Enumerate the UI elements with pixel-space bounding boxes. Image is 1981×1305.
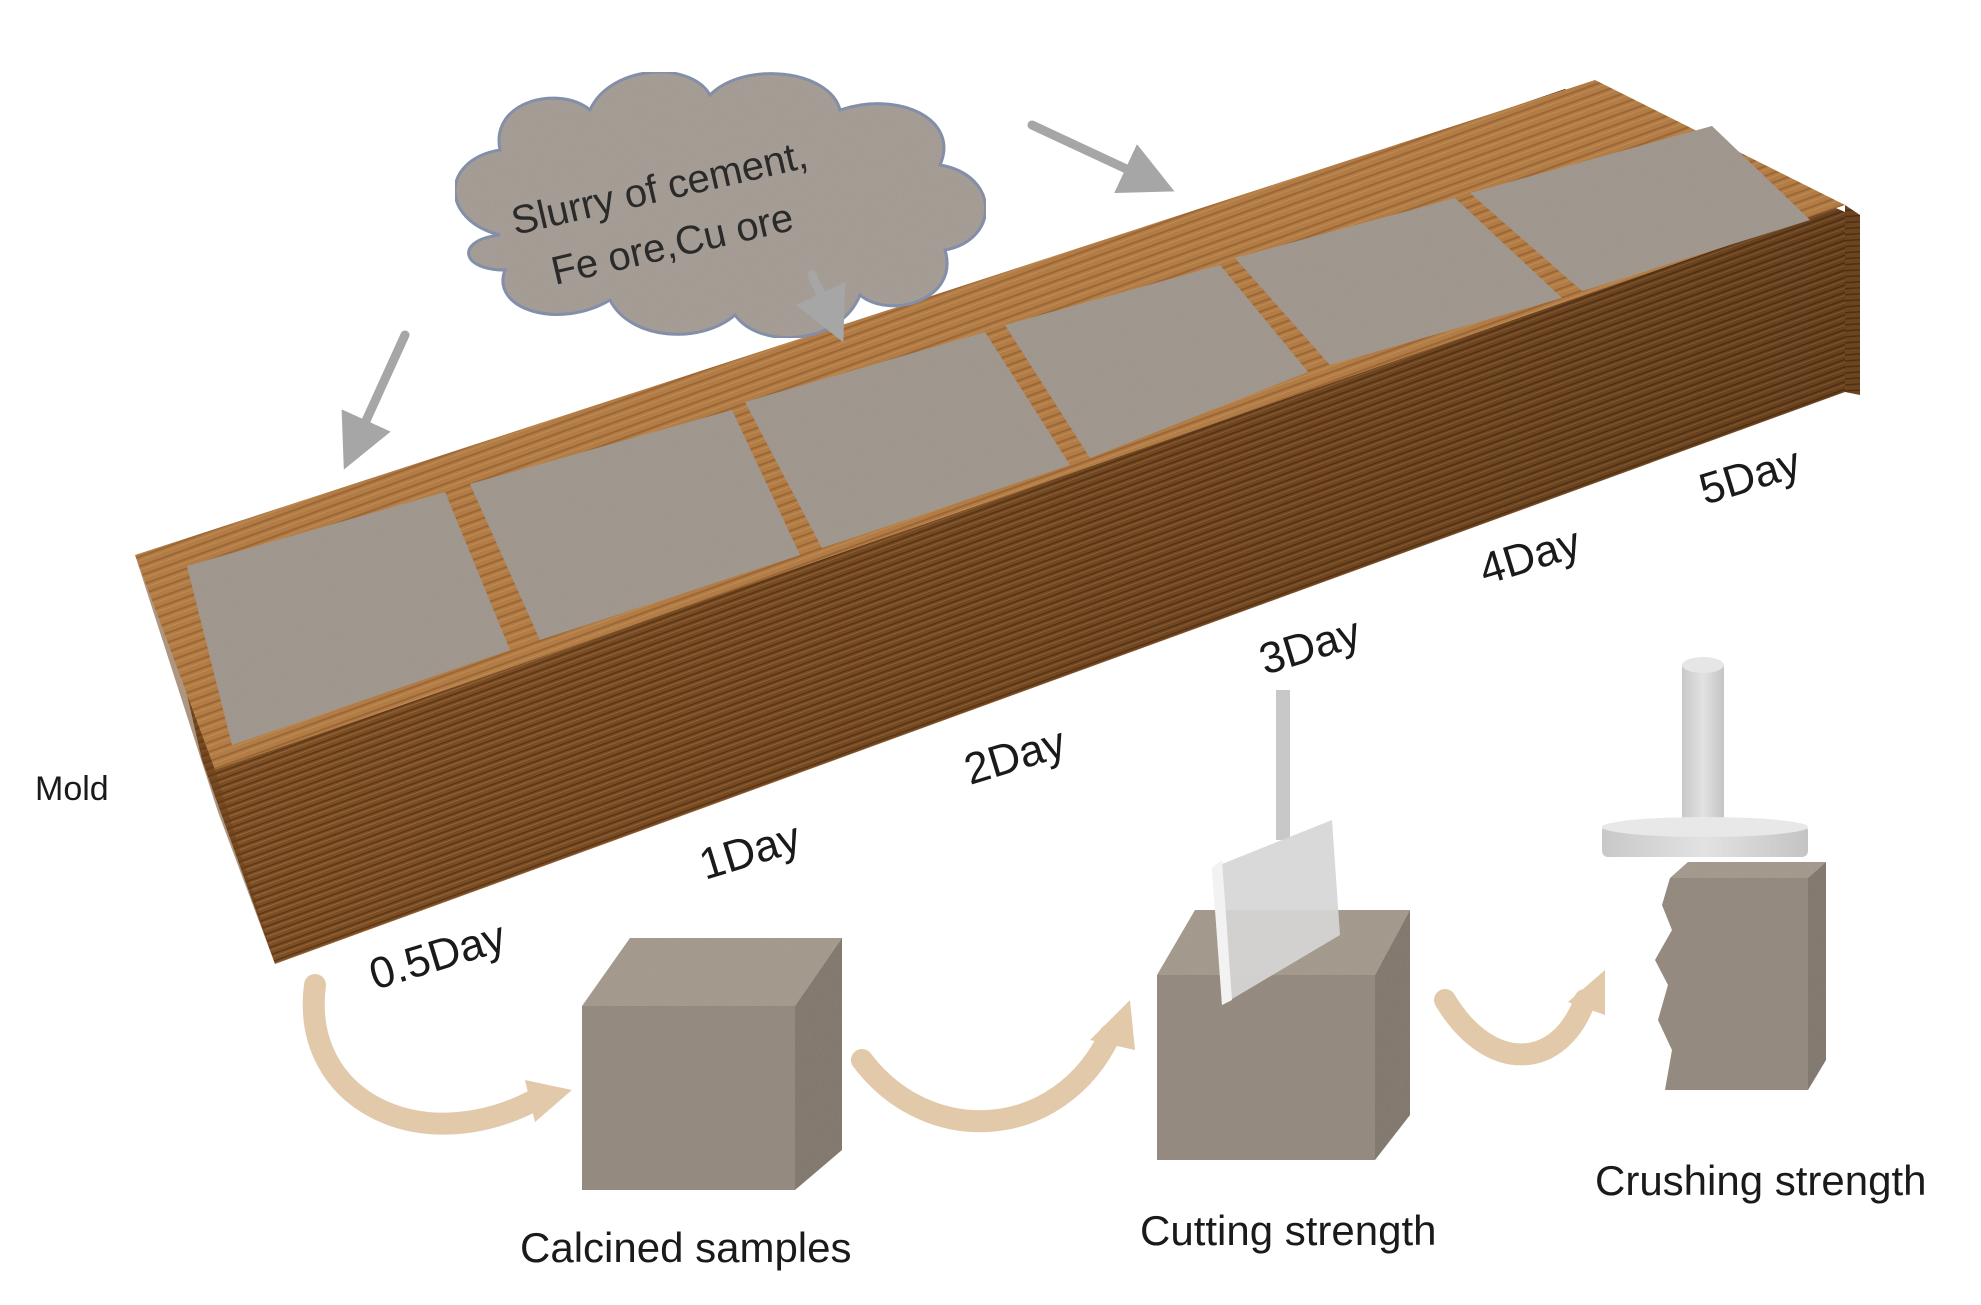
well-4day bbox=[1235, 198, 1562, 365]
day-label-4: 4Day bbox=[1474, 518, 1587, 595]
pour-arrows bbox=[341, 120, 1175, 470]
day-label-3: 3Day bbox=[1254, 608, 1367, 685]
caption-calcined: Calcined samples bbox=[520, 1224, 852, 1271]
well-0-5day bbox=[187, 492, 510, 745]
well-1day bbox=[470, 410, 800, 640]
curve-arrow-calcined-to-cutting bbox=[851, 1024, 1121, 1133]
pour-arrow-right bbox=[1027, 120, 1175, 194]
pour-arrow-middle bbox=[796, 270, 846, 343]
caption-cutting: Cutting strength bbox=[1140, 1207, 1437, 1254]
mold-wells bbox=[187, 126, 1810, 745]
well-5day bbox=[1470, 126, 1810, 291]
mold-end-face bbox=[135, 555, 275, 964]
day-label-0-5: 0.5Day bbox=[364, 912, 512, 1000]
day-label-5: 5Day bbox=[1694, 438, 1807, 515]
day-label-1: 1Day bbox=[694, 813, 807, 890]
curve-arrow-cutting-to-crushing bbox=[1434, 989, 1596, 1066]
well-2day bbox=[745, 332, 1070, 548]
crushing-press bbox=[1602, 657, 1808, 857]
calcined-sample-cube bbox=[582, 938, 842, 1190]
caption-crushing: Crushing strength bbox=[1595, 1157, 1927, 1204]
mold-label: Mold bbox=[35, 770, 109, 808]
pour-arrow-left bbox=[341, 330, 410, 470]
flow-arrows bbox=[302, 970, 1605, 1135]
slurry-cloud: Slurry of cement, Fe ore,Cu ore bbox=[453, 70, 988, 340]
well-3day bbox=[1005, 265, 1308, 458]
crushed-sample bbox=[1655, 862, 1826, 1090]
curve-arrow-mold-to-calcined bbox=[302, 974, 546, 1135]
cutting-blade bbox=[1212, 690, 1340, 1005]
day-label-2: 2Day bbox=[959, 718, 1072, 795]
